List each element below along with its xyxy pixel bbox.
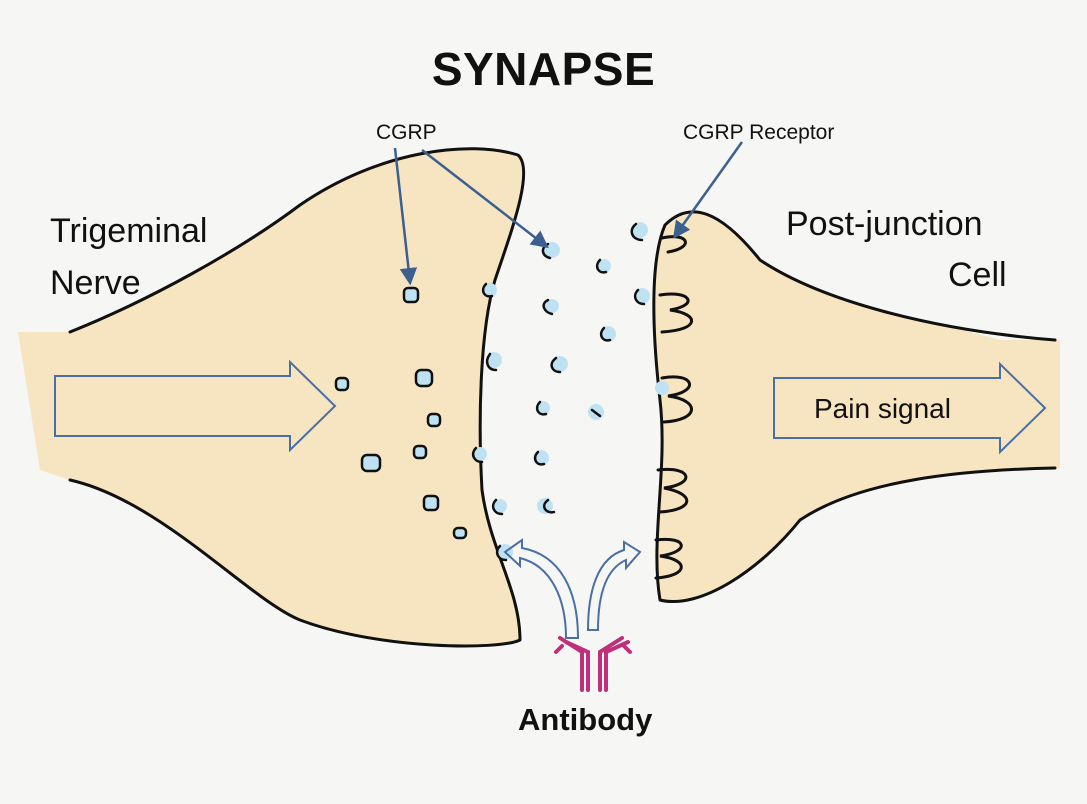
post-membrane xyxy=(652,210,1057,603)
cgrp-receptor-label: CGRP Receptor xyxy=(683,121,835,144)
post-junction-label-line1: Post-junction xyxy=(786,205,983,243)
antibody-label: Antibody xyxy=(518,702,653,737)
label-pointers xyxy=(393,141,744,286)
trigeminal-label-line1: Trigeminal xyxy=(50,212,208,250)
vesicle xyxy=(414,368,434,388)
vesicle xyxy=(426,412,442,428)
vesicle xyxy=(360,453,382,473)
trigeminal-label-line2: Nerve xyxy=(50,264,141,302)
vesicle xyxy=(452,526,468,540)
input-signal-arrow xyxy=(54,359,337,453)
antibody-block-arrows xyxy=(503,538,642,639)
vesicle xyxy=(402,286,420,304)
receptor-3 xyxy=(656,467,689,514)
antibody-left-arrow xyxy=(503,538,580,639)
cgrp-pointer-2 xyxy=(421,149,549,249)
cgrp-pointer-1 xyxy=(393,147,418,286)
pain-signal-label: Pain signal xyxy=(814,393,951,424)
receptor-5 xyxy=(660,235,687,254)
cgrp-released xyxy=(471,222,669,562)
receptor-2 xyxy=(660,375,693,424)
trigeminal-upper-membrane xyxy=(68,147,526,648)
receptor-1 xyxy=(658,292,693,334)
post-cell-fill xyxy=(653,211,1060,602)
page-title: SYNAPSE xyxy=(431,43,656,95)
antibody-right-arrow xyxy=(586,540,642,631)
receptor-pointer xyxy=(672,141,744,239)
pain-signal-arrow xyxy=(773,361,1047,455)
vesicle xyxy=(422,494,440,512)
post-junction-cell xyxy=(652,210,1060,603)
antibody-icon xyxy=(554,636,632,692)
cgrp-vesicles xyxy=(334,286,468,540)
trigeminal-cell-fill xyxy=(18,148,524,646)
trigeminal-nerve-cell xyxy=(18,147,526,648)
post-junction-label-line2: Cell xyxy=(948,256,1007,294)
vesicle xyxy=(334,376,350,392)
receptor-4 xyxy=(654,537,683,580)
cgrp-label: CGRP xyxy=(376,121,437,144)
vesicle xyxy=(412,444,428,460)
